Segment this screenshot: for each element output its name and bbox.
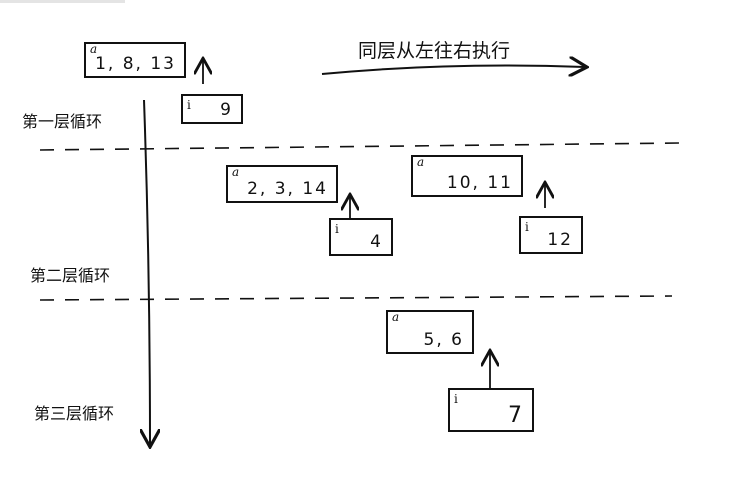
a-tag: a (90, 42, 98, 56)
i-tag: i (335, 222, 339, 236)
i-values: 9 (220, 100, 233, 120)
level-2-second-i-box: i 12 (519, 216, 583, 254)
i-values: 7 (508, 403, 524, 428)
level-2-second-a-box: a 10, 11 (411, 155, 523, 197)
a-tag: a (232, 165, 240, 179)
level-separator-1 (39, 142, 681, 151)
level-1-label: 第一层循环 (22, 112, 103, 131)
a-values: 2, 3, 14 (247, 179, 328, 199)
a-values: 5, 6 (423, 330, 464, 350)
level-2-first-i-box: i 4 (329, 218, 393, 256)
a-tag: a (392, 310, 400, 324)
top-edge-strip (0, 0, 125, 3)
a-values: 10, 11 (446, 173, 513, 193)
i-tag: i (525, 220, 529, 234)
level-separator-2 (39, 295, 673, 301)
i-values: 12 (547, 230, 573, 250)
i-tag: i (454, 392, 458, 406)
level-3-label: 第三层循环 (34, 404, 115, 423)
level-3-i-box: i 7 (448, 388, 534, 432)
horizontal-flow-arrow (321, 66, 585, 74)
level-1-a-box: a 1, 8, 13 (84, 42, 186, 78)
a-tag: a (417, 155, 425, 169)
level-3-a-box: a 5, 6 (386, 310, 474, 354)
vertical-flow-arrow (144, 99, 150, 445)
a-values: 1, 8, 13 (95, 54, 176, 74)
level-2-label: 第二层循环 (30, 266, 111, 285)
level-1-i-box: i 9 (181, 94, 243, 124)
i-values: 4 (370, 232, 383, 252)
execution-order-label: 同层从左往右执行 (358, 40, 511, 62)
level-2-first-a-box: a 2, 3, 14 (226, 165, 338, 203)
i-tag: i (187, 98, 191, 112)
